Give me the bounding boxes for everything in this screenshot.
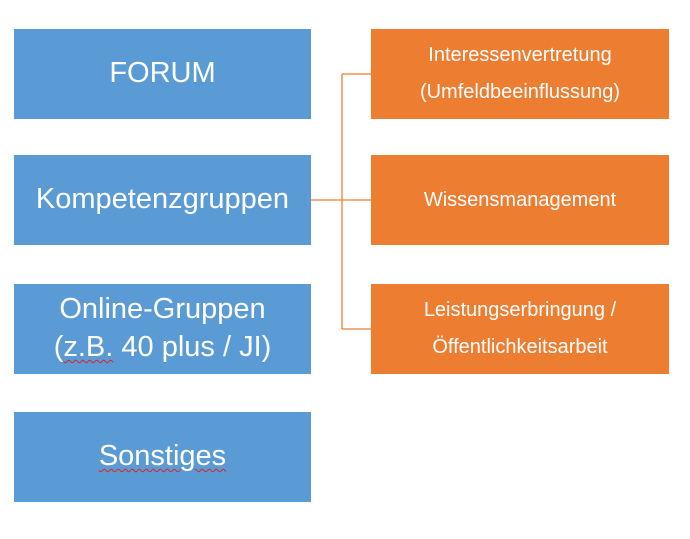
wissensmanagement-box: Wissensmanagement xyxy=(371,155,669,245)
leistungserbringung-label-line1: Leistungserbringung / xyxy=(423,299,617,321)
leistungserbringung-box: Leistungserbringung / Öffentlichkeitsarb… xyxy=(371,284,669,374)
interessenvertretung-label-line1: Interessenvertretung xyxy=(428,44,612,66)
forum-box: FORUM xyxy=(14,29,311,119)
online-gruppen-box: Online-Gruppen (z.B. 40 plus / JI) xyxy=(14,284,311,374)
interessenvertretung-label-line2: (Umfeldbeeinflussung) xyxy=(419,81,621,103)
sonstiges-label: Sonstiges xyxy=(98,440,227,473)
kompetenzgruppen-box: Kompetenzgruppen xyxy=(14,155,311,245)
forum-label: FORUM xyxy=(109,57,216,90)
online-gruppen-label-line1: Online-Gruppen xyxy=(59,293,266,326)
online-gruppen-label-line2-prefix: ( xyxy=(53,331,64,363)
online-gruppen-label-line2: (z.B. 40 plus / JI) xyxy=(54,329,272,367)
kompetenzgruppen-label: Kompetenzgruppen xyxy=(35,183,290,216)
interessenvertretung-box: Interessenvertretung (Umfeldbeeinflussun… xyxy=(371,29,669,119)
online-gruppen-label-line2-suffix: 40 plus / JI) xyxy=(113,331,272,363)
wissensmanagement-label: Wissensmanagement xyxy=(423,188,617,211)
leistungserbringung-label-line2: Öffentlichkeitsarbeit xyxy=(432,336,608,358)
sonstiges-box: Sonstiges xyxy=(14,412,311,502)
online-gruppen-label-line2-flagged: z.B. xyxy=(63,331,114,363)
